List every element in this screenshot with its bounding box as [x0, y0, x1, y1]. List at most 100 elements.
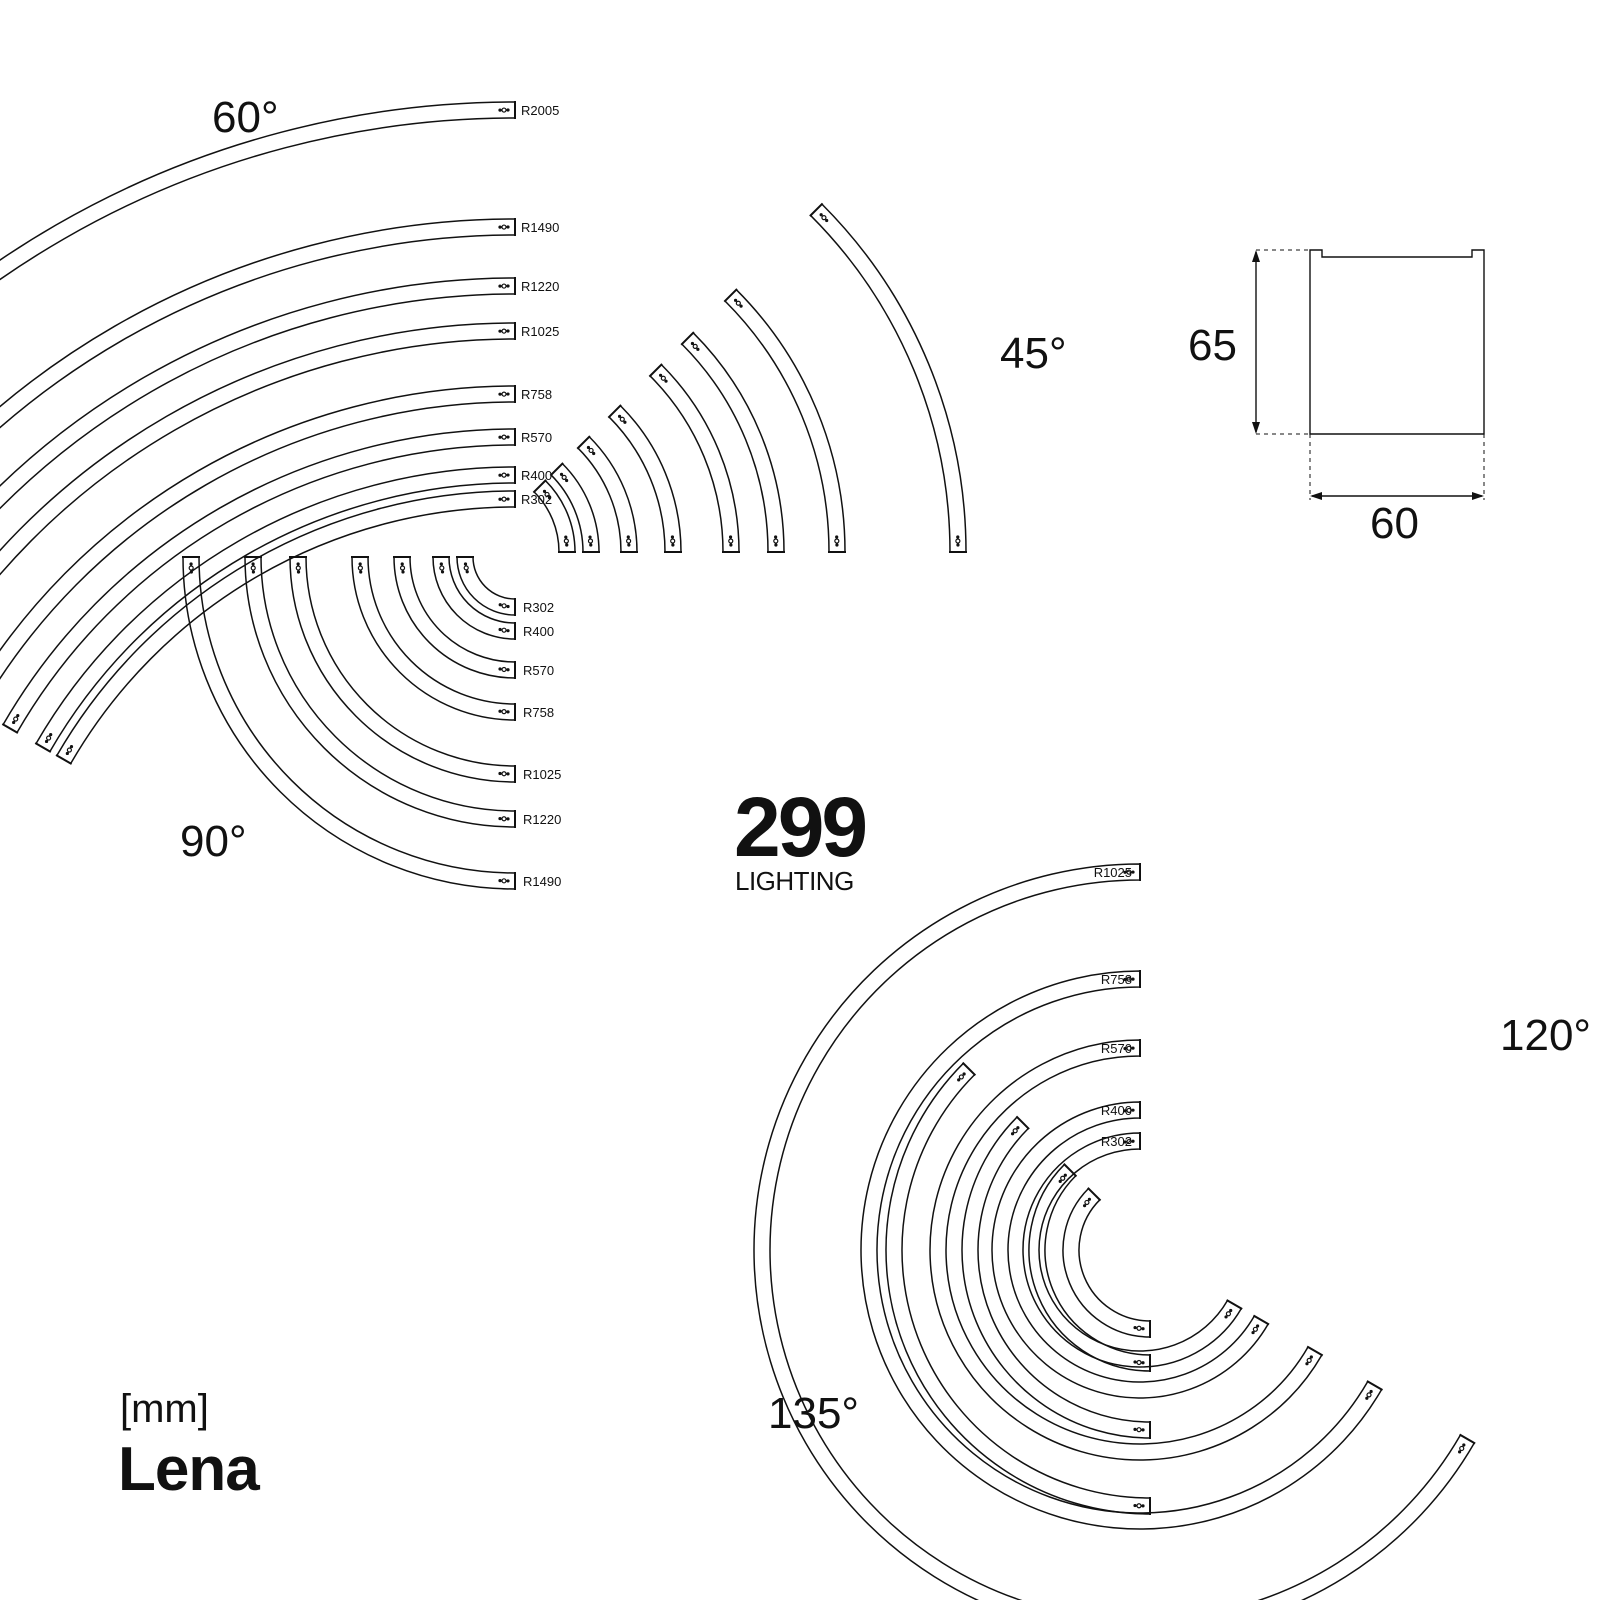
mount-hole-g45-4-1-3 — [664, 379, 668, 383]
arc-profile-g135-2 — [961, 1115, 1151, 1439]
mount-hole-g60-6-1-2 — [46, 735, 52, 741]
end-cap-g135-2-1 — [1015, 1115, 1030, 1130]
mount-hole-g135-3-1-3 — [957, 1078, 961, 1082]
mount-hole-g120-1-0-1 — [1131, 977, 1135, 981]
mount-hole-g60-7-0-1 — [506, 497, 510, 501]
mount-hole-g90-6-1-2 — [501, 878, 507, 884]
mount-hole-g120-3-1-1 — [1255, 1324, 1260, 1328]
mount-hole-g45-1-0-2 — [587, 538, 594, 544]
end-cap-g120-1-1 — [1366, 1380, 1383, 1391]
mount-hole-g90-4-1-3 — [498, 771, 502, 776]
mount-hole-g135-0-0-1 — [1141, 1327, 1145, 1331]
mount-hole-g90-2-1-2 — [501, 666, 507, 673]
mount-hole-g90-3-1-3 — [498, 709, 502, 713]
mount-hole-g120-0-1-3 — [1458, 1450, 1462, 1454]
mount-hole-g45-1-1-3 — [565, 478, 569, 483]
height-value: 65 — [1188, 321, 1237, 370]
mount-hole-g45-4-0-2 — [728, 538, 734, 544]
end-cap-g60-5-1 — [1, 723, 19, 734]
mount-hole-g45-6-1-2 — [735, 300, 741, 306]
mount-hole-g135-0-1-3 — [1082, 1204, 1087, 1208]
mount-hole-g45-7-0-1 — [956, 543, 960, 547]
radius-label-g60-0: R2005 — [521, 103, 559, 118]
mount-hole-g120-4-1-2 — [1225, 1311, 1232, 1317]
mount-hole-g135-1-0-2 — [1136, 1359, 1142, 1366]
arc-profile-g135-3 — [885, 1062, 1151, 1515]
angle-label-90: 90° — [180, 817, 247, 866]
end-cap-g45-2-1 — [576, 435, 591, 450]
mount-hole-g60-4-0-3 — [498, 392, 502, 396]
mount-hole-g60-6-0-1 — [506, 473, 510, 477]
mount-hole-g60-6-0-2 — [501, 472, 507, 478]
mount-hole-g60-5-1-2 — [13, 716, 19, 722]
arrowhead-left — [1310, 492, 1322, 500]
mount-hole-g60-6-1-1 — [44, 739, 49, 744]
mount-hole-g90-5-0-1 — [251, 562, 255, 566]
arc-profile-g45-7 — [809, 203, 967, 553]
mount-hole-g60-0-0-3 — [498, 108, 502, 112]
mount-hole-g90-3-1-1 — [506, 710, 510, 714]
mount-hole-g90-2-0-2 — [399, 565, 406, 571]
angle-label-45: 45° — [1000, 329, 1067, 378]
mount-hole-g120-2-1-3 — [1305, 1362, 1309, 1366]
mount-hole-g45-3-1-3 — [623, 420, 627, 424]
mount-hole-g60-1-0-2 — [501, 224, 507, 230]
radius-label-g60-2: R1220 — [521, 279, 559, 294]
mount-hole-g60-5-0-1 — [506, 435, 510, 439]
mount-hole-g45-3-1-2 — [619, 416, 625, 422]
mount-hole-g90-3-0-2 — [357, 565, 363, 571]
mount-hole-g120-2-1-2 — [1306, 1357, 1312, 1363]
mount-hole-g90-4-1-2 — [501, 771, 507, 777]
mount-hole-g60-5-1-3 — [16, 714, 20, 718]
arc-profile-g135-1 — [1028, 1163, 1151, 1372]
mount-hole-g60-6-0-3 — [498, 473, 502, 477]
mount-hole-g90-0-1-1 — [506, 604, 510, 609]
end-cap-g120-4-1 — [1226, 1299, 1243, 1310]
radius-label-g90-2: R570 — [523, 663, 554, 678]
radius-label-g60-3: R1025 — [521, 324, 559, 339]
mount-hole-g120-0-0-3 — [1123, 870, 1127, 874]
mount-hole-g45-2-1-1 — [586, 445, 591, 450]
unit-label: [mm] — [120, 1387, 209, 1431]
mount-hole-g90-5-0-3 — [251, 570, 256, 574]
mount-hole-g45-1-0-1 — [589, 543, 593, 547]
mount-hole-g120-3-0-1 — [1131, 1108, 1135, 1112]
mount-hole-g135-2-0-3 — [1133, 1427, 1137, 1431]
mount-hole-g120-1-1-1 — [1369, 1389, 1373, 1394]
radius-label-g120-0: R1025 — [1094, 865, 1132, 880]
mount-hole-g45-7-1-1 — [819, 213, 823, 217]
mount-hole-g45-5-0-3 — [774, 535, 778, 539]
profile-cross-section: 65 60 — [1188, 249, 1485, 548]
mount-hole-g90-5-1-2 — [501, 816, 507, 822]
mount-hole-g45-0-1-3 — [547, 496, 552, 500]
mount-hole-g45-5-1-1 — [690, 341, 695, 346]
mount-hole-g45-6-0-3 — [835, 535, 839, 539]
mount-hole-g90-0-0-3 — [465, 570, 469, 574]
mount-hole-g60-5-0-2 — [501, 434, 507, 440]
end-cap-g45-5-1 — [680, 331, 695, 346]
mount-hole-g45-4-0-1 — [729, 543, 733, 547]
mount-hole-g135-3-0-2 — [1136, 1503, 1142, 1509]
mount-hole-g120-3-0-2 — [1126, 1107, 1132, 1114]
end-cap-g135-1-1 — [1063, 1163, 1078, 1178]
mount-hole-g90-4-0-2 — [295, 565, 301, 571]
arc-profiles — [0, 101, 1476, 1605]
brand-number: 299 — [734, 780, 865, 874]
mount-hole-g90-6-1-3 — [498, 879, 502, 883]
mount-hole-g120-0-1-1 — [1462, 1443, 1466, 1447]
mount-hole-g90-0-1-3 — [498, 603, 502, 607]
arc-profile-g60-1 — [0, 218, 516, 429]
mount-hole-g120-2-0-3 — [1123, 1046, 1127, 1051]
mount-hole-g90-1-1-2 — [501, 627, 507, 633]
end-cap-g120-2-1 — [1306, 1345, 1324, 1357]
mount-hole-g45-2-0-2 — [626, 538, 632, 544]
mount-hole-g135-3-1-2 — [958, 1074, 964, 1080]
mount-hole-g120-4-1-1 — [1229, 1308, 1233, 1313]
mount-hole-g45-3-0-2 — [670, 538, 676, 544]
mount-hole-g120-2-0-2 — [1126, 1045, 1132, 1051]
mount-hole-g135-3-0-1 — [1141, 1504, 1145, 1508]
arc-profile-g135-0 — [1062, 1187, 1151, 1338]
mount-hole-g45-7-1-2 — [821, 215, 827, 221]
mount-hole-g135-0-0-3 — [1133, 1325, 1137, 1330]
mount-hole-g90-5-1-1 — [506, 817, 510, 821]
